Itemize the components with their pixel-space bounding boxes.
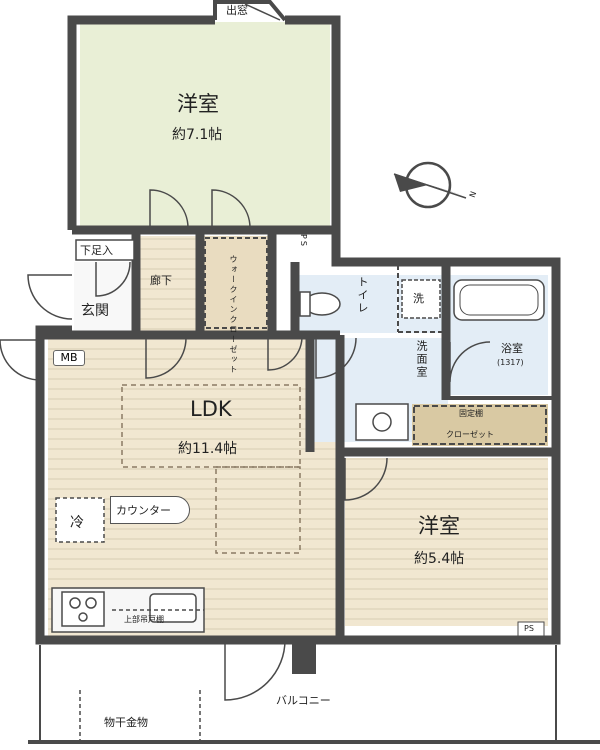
ps-label: PS <box>299 234 308 248</box>
bath-label: 浴室 <box>501 342 523 355</box>
fixed-closet-line1: 固定棚 <box>459 409 483 418</box>
entrance-floor <box>74 262 136 332</box>
counter <box>110 496 190 524</box>
western-room-1-name: 洋室 <box>177 92 219 116</box>
laundry-label: 洗 <box>413 292 424 305</box>
exit-window <box>213 0 287 22</box>
walls <box>35 15 561 645</box>
bathtub <box>453 279 545 321</box>
balcony-label: バルコニー <box>276 694 331 707</box>
ldk-size: 約11.4帖 <box>178 441 238 457</box>
sink <box>149 593 197 623</box>
fixed-closet <box>413 405 547 445</box>
doors <box>0 189 491 701</box>
shoe-box-label: 下足入 <box>80 244 113 257</box>
mb-label: MB <box>53 350 85 366</box>
wash-basin <box>355 403 409 441</box>
refrigerator-space <box>55 497 105 543</box>
bath-size: (1317) <box>497 358 524 367</box>
compass-icon <box>393 161 467 209</box>
ps-label-2: PS <box>524 624 534 633</box>
entrance-label: 玄関 <box>81 303 109 319</box>
western-room-2-name: 洋室 <box>418 514 460 538</box>
walk-in-closet-label: ウォークインクローゼット <box>229 255 238 375</box>
washroom-label: 洗面室 <box>415 340 428 379</box>
western-room-2-size: 約5.4帖 <box>414 551 465 567</box>
fixed-closet-line2: クローゼット <box>446 430 494 439</box>
western-room-1-floor <box>80 22 330 230</box>
wic-floor <box>203 236 269 332</box>
upper-cabinet-label: 上部吊戸棚 <box>124 615 164 624</box>
walk-in-closet <box>204 237 268 329</box>
drying-pole-label: 物干金物 <box>104 716 148 729</box>
laundry-space <box>401 279 441 319</box>
refrigerator-label: 冷 <box>70 515 84 531</box>
hallway-floor <box>140 236 198 332</box>
western-room-2-floor <box>345 458 548 626</box>
toilet-label: トイレ <box>356 276 369 315</box>
exit-window-label: 出窓 <box>226 4 248 17</box>
fixed-closet-floor <box>412 404 548 446</box>
western-room-1-size: 約7.1帖 <box>172 127 223 143</box>
shoe-box <box>75 239 135 261</box>
ldk-name: LDK <box>190 397 232 421</box>
counter-label: カウンター <box>116 504 171 517</box>
hallway-label: 廊下 <box>150 274 172 287</box>
